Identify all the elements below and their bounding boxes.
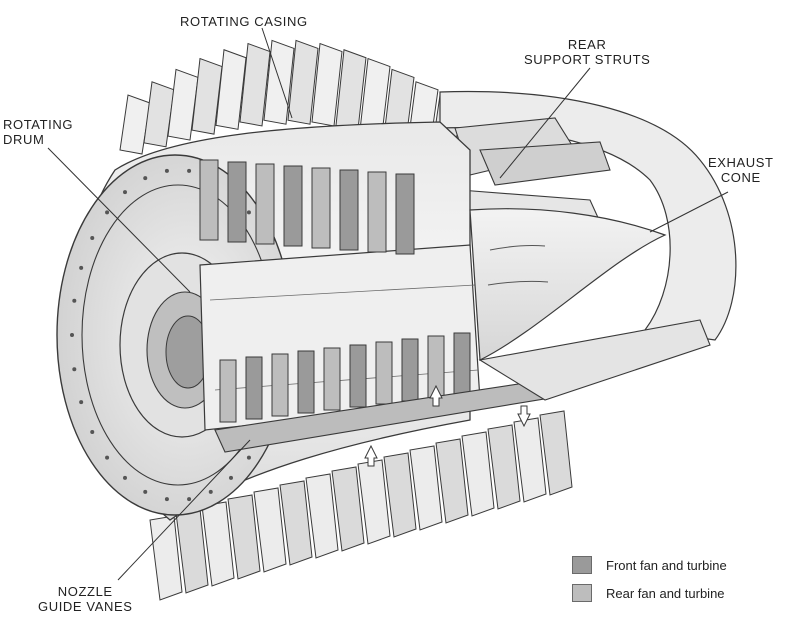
bolt — [187, 497, 192, 502]
turbine-stage — [367, 171, 387, 253]
exhaust-cone-shape — [469, 208, 667, 361]
bolt — [164, 497, 169, 502]
fan-blade — [263, 39, 295, 125]
fan-blade — [331, 466, 365, 552]
turbine-stage — [311, 167, 331, 249]
turbine-stage — [339, 169, 359, 251]
fan-blade — [143, 81, 175, 148]
bolt — [90, 429, 95, 434]
legend-swatch-front — [572, 556, 592, 574]
bolt — [79, 265, 84, 270]
fan-blade — [215, 49, 247, 130]
bolt — [105, 455, 110, 460]
turbine-stage — [401, 338, 419, 402]
fan-blade — [311, 42, 343, 127]
bolt — [90, 236, 95, 241]
fan-blade — [435, 438, 469, 524]
turbine-stage — [375, 341, 393, 405]
turbine-stage — [245, 356, 263, 420]
bolt — [246, 455, 251, 460]
legend-item-front: Front fan and turbine — [572, 551, 727, 579]
fan-blade — [279, 480, 313, 566]
bolt — [229, 475, 233, 480]
bolt — [143, 176, 148, 181]
bolt — [72, 298, 77, 303]
legend-swatch-rear — [572, 584, 592, 602]
bolt — [79, 400, 84, 405]
fan-blade — [119, 94, 151, 155]
turbine-stage — [227, 161, 247, 243]
legend-label-front: Front fan and turbine — [606, 557, 727, 573]
turbine-stage — [283, 165, 303, 247]
turbine-stage — [199, 159, 219, 241]
fan-blade — [409, 445, 443, 531]
bolt — [246, 210, 251, 215]
bolt — [123, 475, 127, 480]
fan-blade — [513, 417, 547, 503]
leader-lines — [47, 27, 729, 581]
label-exhaust-cone: EXHAUST CONE — [708, 155, 774, 185]
legend-label-rear: Rear fan and turbine — [606, 585, 725, 601]
fan-blade — [305, 473, 339, 559]
fan-blade — [487, 424, 521, 510]
label-rear-support-struts: REAR SUPPORT STRUTS — [524, 37, 651, 67]
fan-blade — [253, 487, 287, 573]
turbine-stage — [297, 350, 315, 414]
turbine-stage — [349, 344, 367, 408]
bolt — [208, 489, 213, 494]
lower-rear-fairing — [478, 319, 711, 401]
fan-blade — [227, 494, 261, 580]
bolt — [143, 489, 148, 494]
outer-fan-blades-top — [119, 39, 463, 155]
turbine-stage — [255, 163, 275, 245]
turbine-stages-lower — [219, 332, 471, 423]
fan-blade — [539, 410, 573, 496]
bolt — [123, 190, 127, 195]
legend: Front fan and turbine Rear fan and turbi… — [572, 551, 727, 607]
fan-blade — [461, 431, 495, 517]
turbine-stage — [395, 173, 415, 255]
turbine-stage — [219, 359, 237, 423]
bolt — [105, 210, 110, 215]
bolt — [187, 168, 192, 173]
bolt — [72, 367, 77, 372]
legend-item-rear: Rear fan and turbine — [572, 579, 727, 607]
bolt — [164, 168, 169, 173]
turbine-stage — [271, 353, 289, 417]
turbine-stages-upper — [199, 159, 415, 255]
label-rotating-drum: ROTATING DRUM — [3, 117, 74, 147]
bolt — [70, 333, 74, 337]
turbine-stage — [453, 332, 471, 396]
airflow-arrows — [364, 384, 531, 467]
fan-blade — [383, 452, 417, 538]
label-nozzle-guide-vanes: NOZZLE GUIDE VANES — [38, 584, 133, 614]
turbine-stage — [323, 347, 341, 411]
fan-blade — [287, 39, 319, 125]
label-rotating-casing: ROTATING CASING — [180, 14, 308, 29]
